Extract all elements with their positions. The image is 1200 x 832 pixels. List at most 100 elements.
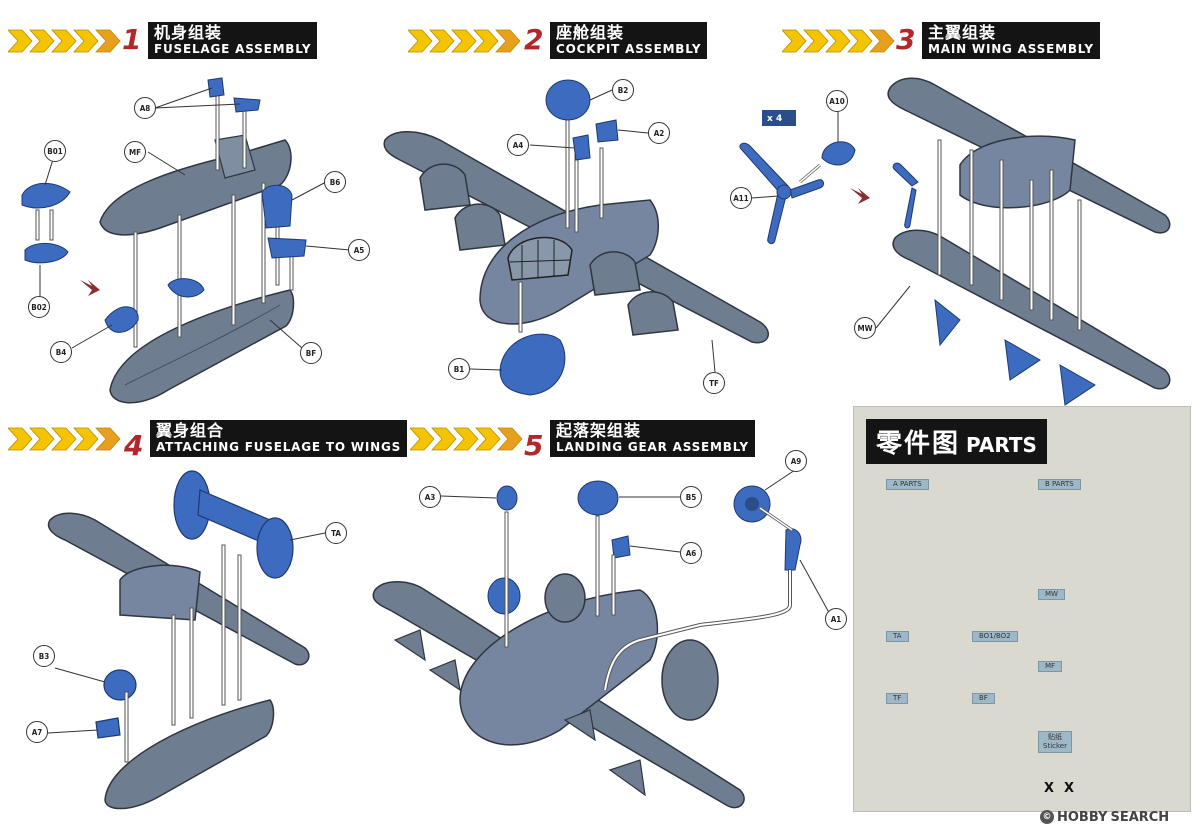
label-b-parts: B PARTS — [1038, 479, 1081, 490]
part-b3 — [103, 669, 137, 701]
direction-arrow-icon — [850, 188, 870, 204]
step-title: 翼身组合 ATTACHING FUSELAGE TO WINGS — [150, 420, 408, 457]
part-a5 — [267, 237, 307, 259]
callout-a5: A5 — [348, 239, 370, 261]
propeller-blade — [789, 179, 825, 199]
callout-a8: A8 — [134, 97, 156, 119]
part-a6 — [611, 535, 631, 559]
step-title-cn: 翼身组合 — [156, 421, 225, 440]
step-1-drawing — [21, 77, 351, 404]
callout-a6: A6 — [680, 542, 702, 564]
callout-b01: B01 — [44, 140, 66, 162]
step-4-header: 4 翼身组合 ATTACHING FUSELAGE TO WINGS — [8, 420, 408, 464]
label-tf: TF — [886, 693, 909, 704]
parts-title-cn: 零件图 — [876, 429, 961, 459]
callout-tf: TF — [703, 372, 725, 394]
engine-nacelle — [589, 251, 641, 296]
step-title-en: COCKPIT ASSEMBLY — [556, 42, 702, 56]
chevron-arrows-icon — [8, 427, 121, 451]
label-sticker: 贴纸 Sticker — [1038, 731, 1072, 753]
center-fuselage — [959, 135, 1076, 209]
part-a7 — [95, 717, 121, 739]
part-b2-dome — [545, 79, 591, 121]
part-a8-right — [233, 97, 261, 113]
step-number: 1 — [122, 23, 142, 56]
callout-a3: A3 — [419, 486, 441, 508]
direction-arrow-icon — [80, 280, 100, 296]
engine-nacelle — [454, 203, 506, 251]
propeller-blade — [892, 162, 919, 187]
propeller-blade — [767, 192, 787, 245]
callout-b02: B02 — [28, 296, 50, 318]
step-number: 2 — [524, 23, 544, 56]
part-b4 — [104, 306, 139, 333]
parts-title-en: PARTS — [966, 433, 1037, 457]
step-title: 起落架组装 LANDING GEAR ASSEMBLY — [550, 420, 755, 457]
step-title-en: MAIN WING ASSEMBLY — [928, 42, 1094, 56]
callout-b5: B5 — [680, 486, 702, 508]
chevron-arrows-icon — [782, 29, 895, 53]
callout-a7: A7 — [26, 721, 48, 743]
step-4-drawing — [47, 470, 326, 810]
chevron-arrows-icon — [408, 29, 521, 53]
part-a3 — [496, 485, 518, 511]
step-title-cn: 主翼组装 — [928, 23, 997, 42]
step-5-drawing — [372, 469, 833, 809]
callout-a10: A10 — [826, 90, 848, 112]
step-2-header: 2 座舱组装 COCKPIT ASSEMBLY — [408, 22, 708, 66]
hobby-search-logo-icon: © — [1040, 810, 1054, 824]
label-bf: BF — [972, 693, 995, 704]
callout-bf: BF — [300, 342, 322, 364]
part-small — [167, 278, 205, 298]
callout-b3: B3 — [33, 645, 55, 667]
step-title-en: LANDING GEAR ASSEMBLY — [556, 440, 749, 454]
part-a2 — [595, 119, 619, 143]
watermark-brand: HOBBY — [1057, 809, 1108, 825]
step-title-cn: 机身组装 — [154, 23, 223, 42]
propeller-installed — [1059, 364, 1096, 406]
callout-a1: A1 — [825, 608, 847, 630]
label-b01-b02: BO1/BO2 — [972, 631, 1018, 642]
callout-a11: A11 — [730, 187, 752, 209]
engine-nacelle — [419, 163, 471, 211]
tail-fin — [661, 639, 719, 721]
step-title-cn: 座舱组装 — [556, 23, 625, 42]
step-number: 3 — [896, 23, 916, 56]
sticker-label-en: Sticker — [1043, 742, 1067, 750]
aircraft-fuselage — [459, 589, 659, 746]
label-ta: TA — [886, 631, 909, 642]
propeller — [608, 759, 646, 797]
part-b5 — [577, 480, 619, 516]
label-a-parts: A PARTS — [886, 479, 929, 490]
part-ta-tail-fin-right — [256, 517, 294, 579]
propeller — [393, 629, 426, 662]
step-3-drawing — [739, 77, 1171, 406]
watermark-suffix: SEARCH — [1110, 809, 1170, 825]
sticker-label-cn: 贴纸 — [1047, 733, 1062, 741]
engine-nacelle — [627, 291, 679, 336]
lower-fuselage-bf — [109, 289, 295, 404]
callout-b6: B6 — [324, 171, 346, 193]
sticker-mark-1: X — [1044, 781, 1055, 796]
label-mf: MF — [1038, 661, 1063, 672]
part-a11-propeller — [739, 142, 789, 194]
part-a4 — [572, 134, 591, 161]
step-title: 机身组装 FUSELAGE ASSEMBLY — [148, 22, 318, 59]
callout-b2: B2 — [612, 79, 634, 101]
fuselage-assembly — [104, 699, 275, 810]
label-mw: MW — [1038, 589, 1065, 600]
part-a1-strut — [784, 528, 802, 571]
tail-fin — [544, 573, 586, 623]
part-b02 — [24, 243, 69, 264]
step-5-header: 5 起落架组装 LANDING GEAR ASSEMBLY — [410, 420, 755, 464]
step-title: 座舱组装 COCKPIT ASSEMBLY — [550, 22, 708, 59]
propeller — [428, 659, 461, 692]
step-3-header: 3 主翼组装 MAIN WING ASSEMBLY — [782, 22, 1100, 66]
chevron-arrows-icon — [410, 427, 523, 451]
sticker-mark-2: X — [1064, 781, 1075, 796]
callout-a2: A2 — [648, 122, 670, 144]
